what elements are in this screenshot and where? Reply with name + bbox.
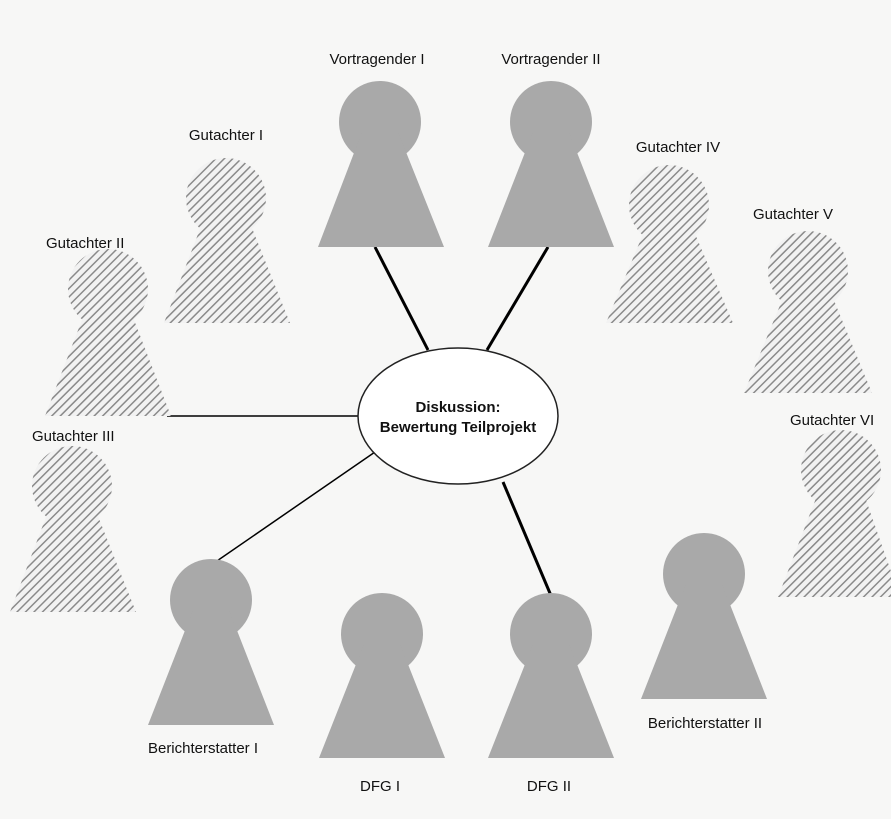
link-vortragender-2 [485,246,550,351]
figure-gutachter-2 [45,249,171,416]
label-vortragender-1: Vortragender I [329,51,424,68]
discussion-node: Diskussion: Bewertung Teilprojekt [357,347,559,485]
label-gutachter-4: Gutachter IV [636,139,720,156]
link-berichterstatter-1 [213,451,376,564]
label-vortragender-2: Vortragender II [501,51,600,68]
label-dfg-2: DFG II [527,778,571,795]
figure-gutachter-4 [606,165,733,323]
label-gutachter-5: Gutachter V [753,206,833,223]
discussion-subtitle: Bewertung Teilprojekt [380,419,536,436]
figure-gutachter-6 [778,430,891,597]
link-vortragender-1 [373,246,430,351]
connection-lines [167,246,554,599]
label-gutachter-3: Gutachter III [32,428,115,445]
label-berichterstatter-2: Berichterstatter II [648,715,762,732]
label-gutachter-6: Gutachter VI [790,412,874,429]
figure-dfg-1 [319,593,445,758]
label-gutachter-1: Gutachter I [189,127,263,144]
label-berichterstatter-1: Berichterstatter I [148,740,258,757]
figure-vortragender-2 [488,81,614,247]
figure-dfg-2 [488,593,614,758]
link-dfg-2 [501,481,554,599]
discussion-title: Diskussion: [415,399,500,416]
figure-gutachter-1 [164,158,290,323]
figure-vortragender-1 [318,81,444,247]
figure-gutachter-5 [744,231,872,393]
person-labels: Vortragender I Vortragender II Gutachter… [32,51,874,795]
label-gutachter-2: Gutachter II [46,235,124,252]
figure-gutachter-3 [10,446,136,612]
figure-berichterstatter-1 [148,559,274,725]
figure-berichterstatter-2 [641,533,767,699]
label-dfg-1: DFG I [360,778,400,795]
